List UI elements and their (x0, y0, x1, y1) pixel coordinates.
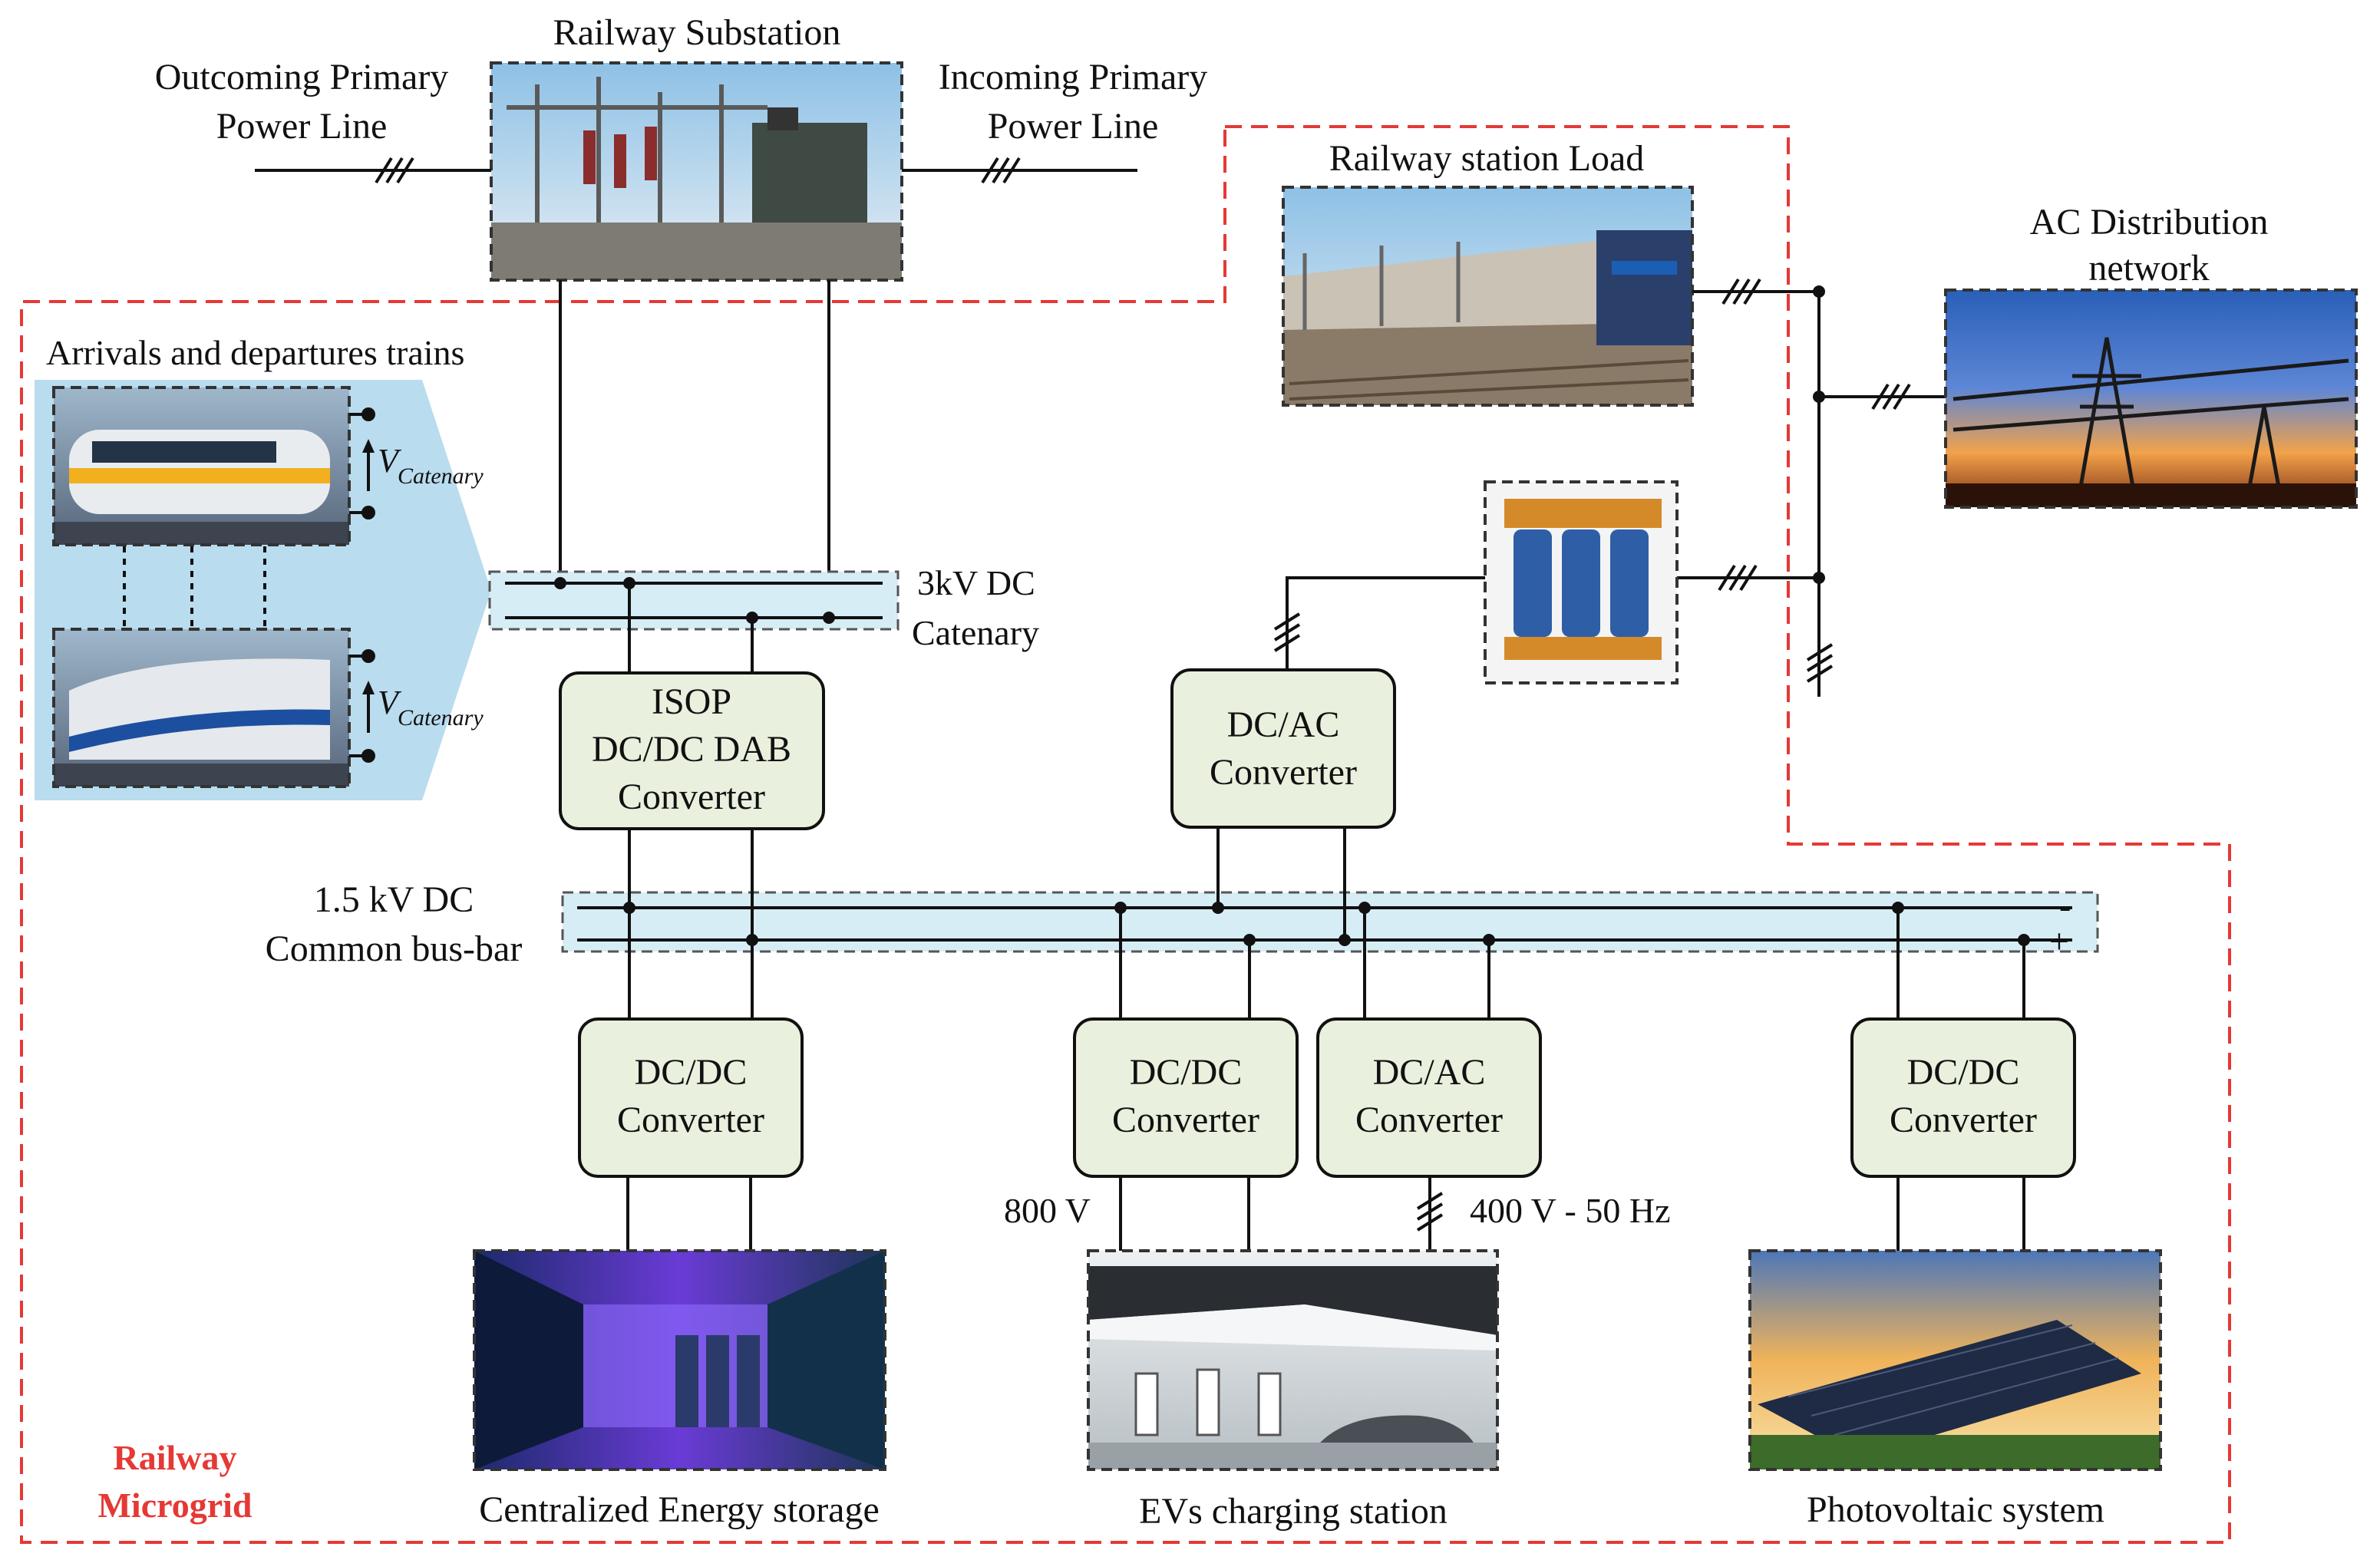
dcac-ev-label-1: DC/AC (1373, 1052, 1486, 1093)
transformer-photo (1485, 482, 1677, 683)
dc-ac-grid-converter[interactable] (1170, 668, 1396, 829)
pv-frame (1748, 1249, 2162, 1471)
ev-dc-dc-converter[interactable] (1073, 1017, 1299, 1178)
station-frame (1282, 186, 1694, 407)
ev-station-frame (1087, 1249, 1499, 1471)
ev-ac-voltage-label: 400 V - 50 Hz (1470, 1191, 1671, 1230)
train-photo-1 (54, 388, 349, 545)
bus-minus-sign: - (2059, 886, 2071, 925)
bus-plus-sign: + (2049, 922, 2069, 961)
isop-label-1: ISOP (652, 681, 731, 722)
three-phase-marker (1871, 383, 1911, 411)
storage-photo (474, 1251, 885, 1469)
three-phase-marker (1718, 564, 1758, 592)
isop-dab-converter[interactable] (559, 671, 825, 830)
train-frame-2 (52, 628, 351, 788)
v-symbol: V (378, 684, 402, 721)
storage-dc-dc-converter[interactable] (578, 1017, 804, 1178)
dcdc-ev-label-2: Converter (1112, 1100, 1259, 1140)
dcdc-ev-label-1: DC/DC (1130, 1052, 1243, 1093)
transformer-frame (1484, 480, 1679, 684)
catenary-voltage-2: V Catenary (349, 649, 484, 763)
storage-frame (473, 1249, 886, 1471)
microgrid-label-1: Railway (114, 1438, 237, 1477)
incoming-line-label-2: Power Line (988, 106, 1159, 147)
storage-caption: Centralized Energy storage (479, 1489, 880, 1530)
catenary-voltage-1: V Catenary (349, 407, 484, 519)
pv-caption: Photovoltaic system (1807, 1489, 2104, 1530)
incoming-line-label-1: Incoming Primary (939, 57, 1208, 97)
ac-network-label-1: AC Distribution (2030, 202, 2269, 242)
three-phase-marker (1416, 1192, 1444, 1232)
ac-network-label-2: network (2088, 248, 2209, 289)
three-phase-marker (981, 157, 1021, 184)
transformer-dc-ac-feeder (1286, 576, 1485, 670)
pv-dc-dc-converter[interactable] (1850, 1017, 2076, 1178)
v-subscript: Catenary (398, 705, 484, 731)
dcac-top-label-2: Converter (1210, 752, 1357, 793)
ac-network-photo (1946, 290, 2356, 507)
v-symbol: V (378, 442, 402, 480)
three-phase-marker (1273, 612, 1301, 652)
dcdc-storage-label-1: DC/DC (635, 1052, 748, 1093)
catenary-label-2: Catenary (912, 613, 1039, 652)
dcdc-pv-label-1: DC/DC (1907, 1052, 2020, 1093)
substation-frame (490, 61, 903, 282)
catenary-bus (488, 570, 900, 631)
common-busbar (561, 891, 2099, 953)
three-phase-marker (1721, 278, 1761, 305)
station-load-label: Railway station Load (1329, 138, 1645, 179)
catenary-label-1: 3kV DC (917, 563, 1035, 602)
dcac-top-label-1: DC/AC (1227, 704, 1340, 745)
busbar-label-2: Common bus-bar (266, 928, 523, 969)
microgrid-label-2: Microgrid (98, 1486, 253, 1525)
ac-network-frame (1944, 289, 2358, 509)
outcoming-line-label-1: Outcoming Primary (155, 57, 449, 97)
train-photo-2 (54, 629, 349, 787)
three-phase-marker (375, 157, 414, 184)
train-coupling-lines (123, 546, 266, 628)
ev-station-photo (1088, 1251, 1497, 1469)
pv-photo (1750, 1251, 2160, 1469)
ev-dc-ac-converter[interactable] (1316, 1017, 1542, 1178)
outcoming-line-label-2: Power Line (216, 106, 388, 147)
v-subscript: Catenary (398, 463, 484, 489)
ev-dc-voltage-label: 800 V (1004, 1191, 1091, 1230)
three-phase-marker (1806, 643, 1834, 683)
dcdc-pv-label-2: Converter (1890, 1100, 2037, 1140)
railway-substation-label: Railway Substation (553, 12, 841, 53)
ev-caption: EVs charging station (1139, 1491, 1447, 1532)
busbar-label-1: 1.5 kV DC (314, 879, 474, 920)
train-frame-1 (52, 386, 351, 546)
dcac-ev-label-2: Converter (1355, 1100, 1503, 1140)
trains-label: Arrivals and departures trains (46, 333, 464, 372)
substation-photo (491, 63, 902, 280)
isop-label-2: DC/DC DAB (592, 729, 791, 770)
isop-label-3: Converter (618, 777, 765, 817)
dcdc-storage-label-2: Converter (617, 1100, 764, 1140)
station-photo (1283, 187, 1692, 405)
